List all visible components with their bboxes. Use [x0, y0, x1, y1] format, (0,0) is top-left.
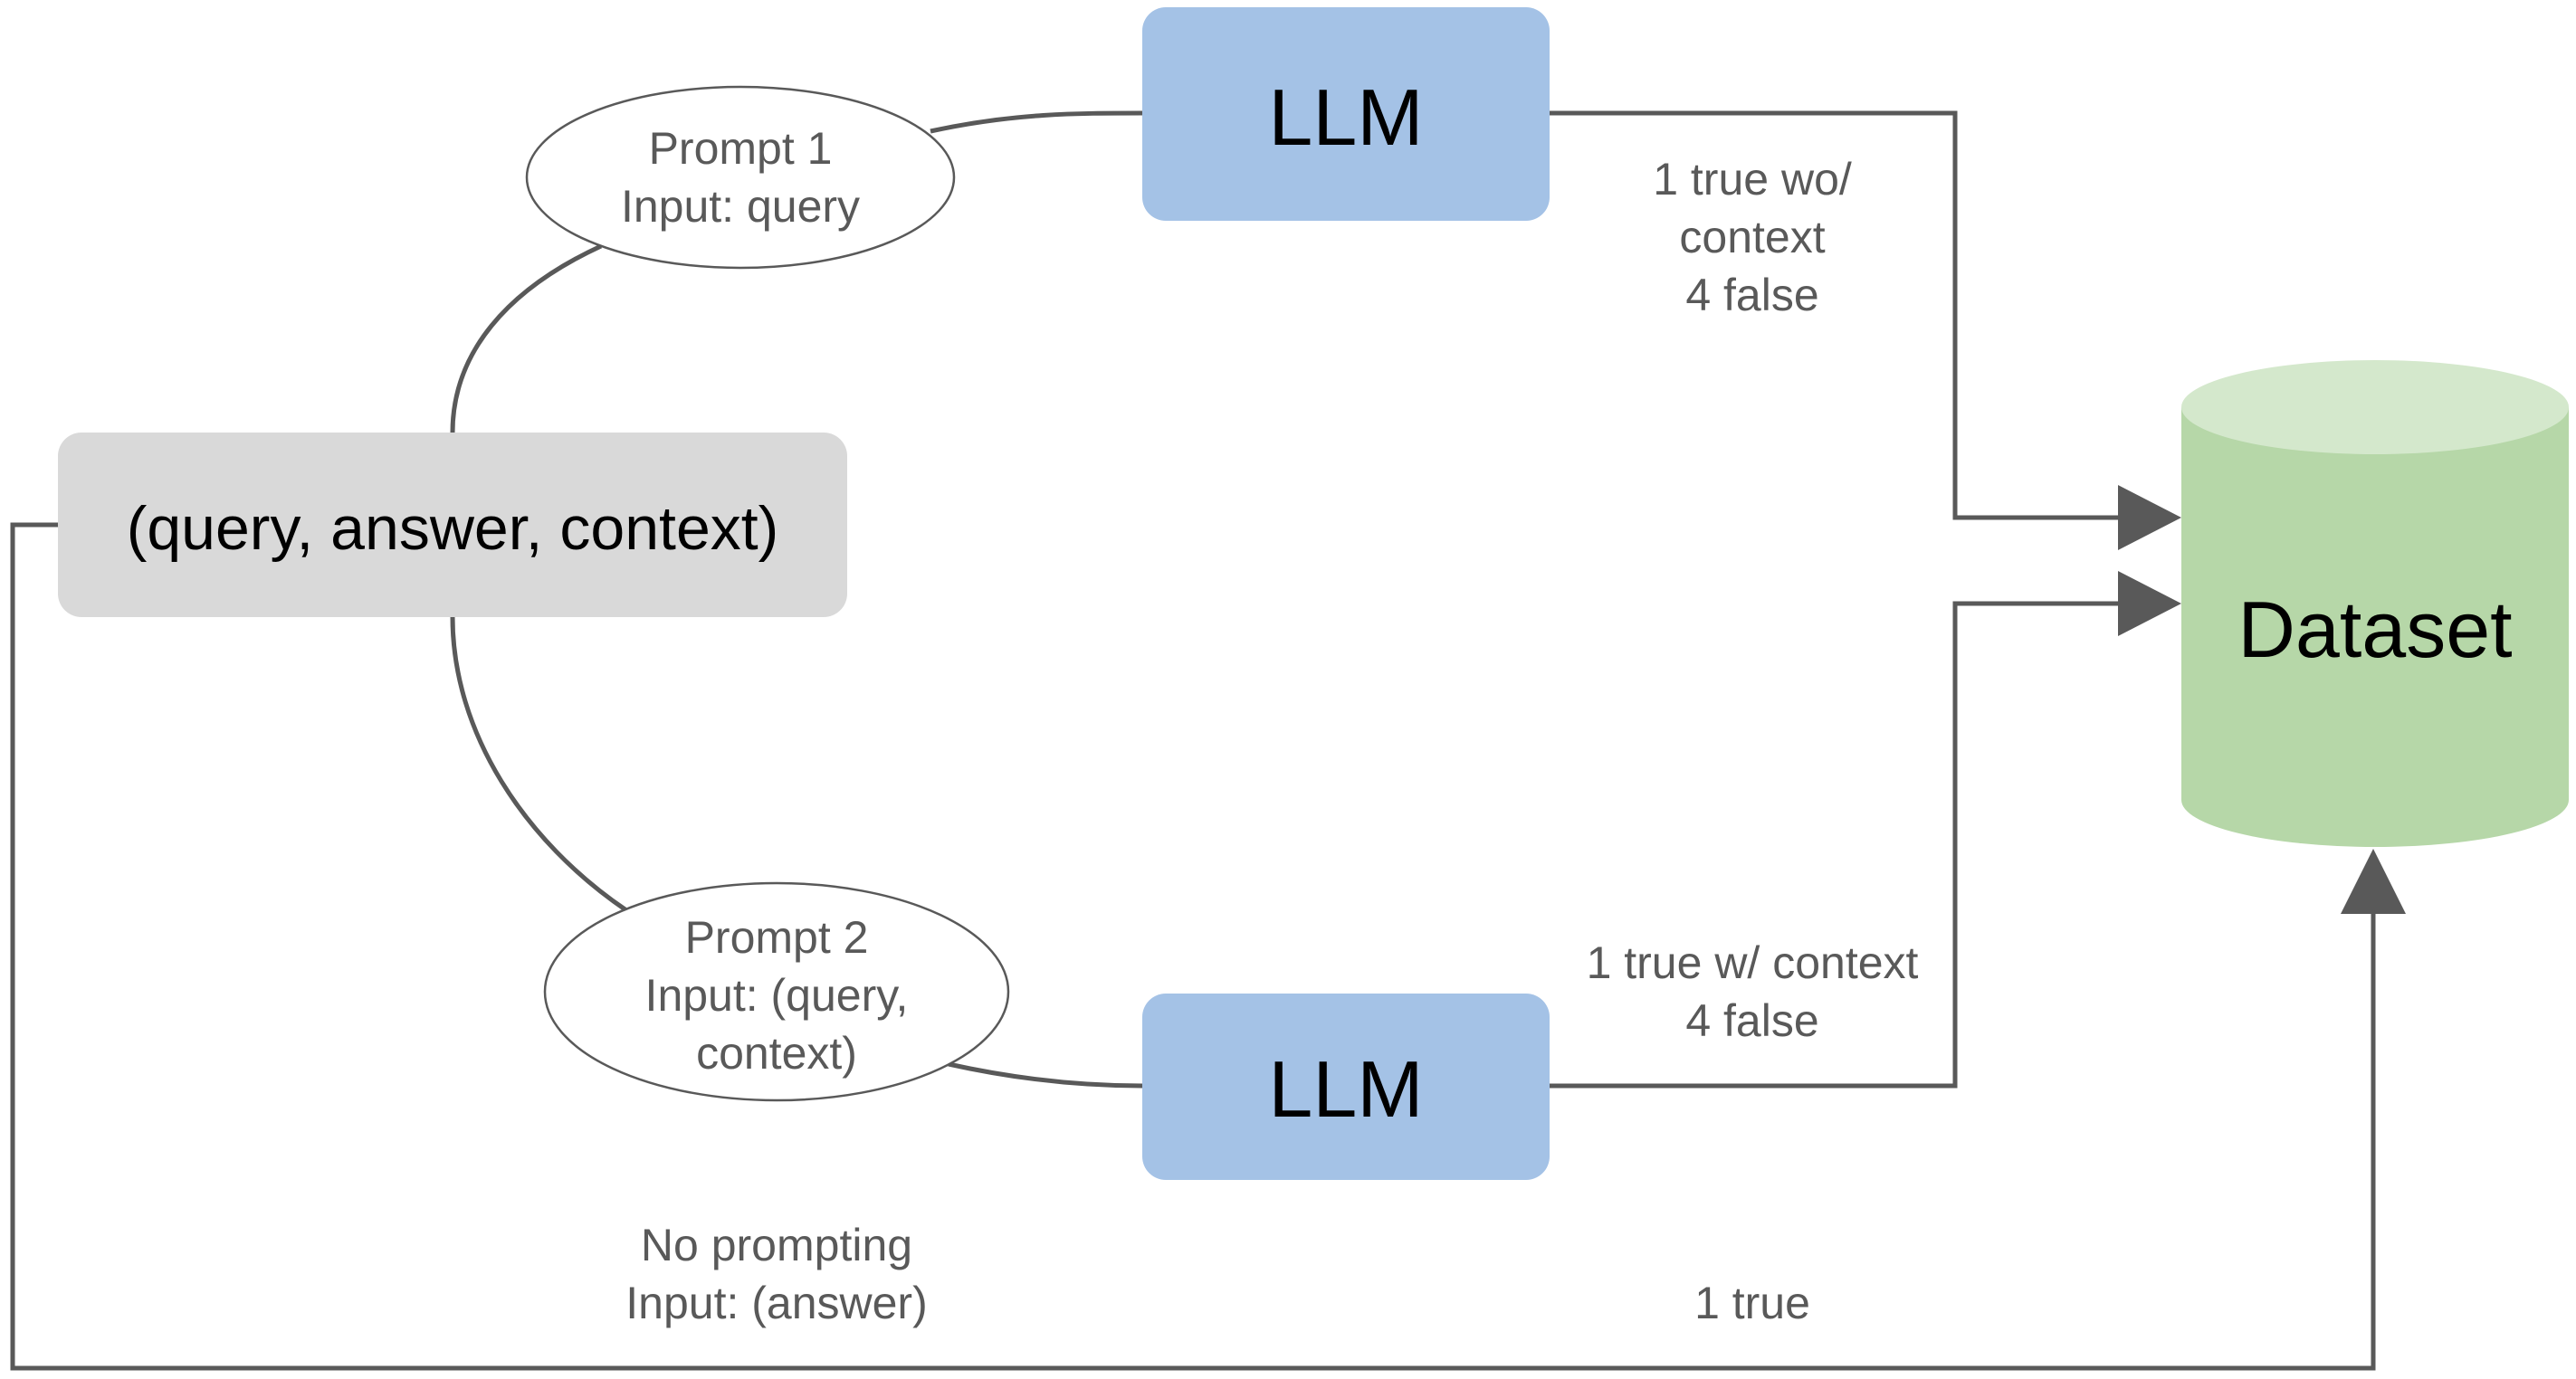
- no-prompting-line1: No prompting: [640, 1220, 913, 1270]
- arrowhead-no-prompting: [2341, 849, 2406, 914]
- source-node: [58, 433, 847, 617]
- top-edge-label: 1 true wo/ context 4 false: [1653, 150, 1852, 324]
- connector-prompt2-to-llm-bottom: [948, 1061, 1143, 1089]
- arrowhead-llm-top: [2118, 485, 2181, 550]
- top-edge-line1: 1 true wo/: [1653, 154, 1852, 204]
- direct-edge-label: 1 true: [1694, 1274, 1810, 1332]
- dataset-cylinder: [2181, 360, 2569, 847]
- connector-no-prompting-to-dataset: [10, 522, 2376, 1371]
- arrowhead-llm-bottom: [2118, 571, 2181, 636]
- prompt1-title: Prompt 1: [648, 123, 833, 174]
- prompt1-input: Input: query: [620, 181, 861, 232]
- bottom-edge-line2: 4 false: [1685, 995, 1819, 1046]
- prompt1-label: Prompt 1 Input: query: [621, 119, 860, 235]
- llm-top-label: LLM: [1268, 72, 1424, 162]
- dataset-top: [2181, 360, 2569, 454]
- dataset-body: [2181, 407, 2569, 847]
- no-prompting-line2: Input: (answer): [625, 1278, 928, 1328]
- connector-source-to-prompt2: [450, 616, 628, 913]
- llm-bottom-label: LLM: [1268, 1044, 1424, 1134]
- prompt1-ellipse: [525, 85, 956, 270]
- top-edge-line2: context: [1679, 212, 1826, 262]
- prompt2-input-cont: context): [696, 1028, 857, 1079]
- llm-bottom-node: [1142, 994, 1550, 1180]
- llm-top-node: [1142, 7, 1550, 221]
- top-edge-line3: 4 false: [1685, 270, 1819, 320]
- bottom-edge-line1: 1 true w/ context: [1586, 937, 1919, 988]
- prompt2-title: Prompt 2: [684, 912, 869, 963]
- bottom-edge-label: 1 true w/ context 4 false: [1587, 934, 1919, 1050]
- direct-edge-line1: 1 true: [1694, 1278, 1810, 1328]
- prompt2-ellipse: [543, 881, 1010, 1102]
- connector-prompt1-to-llm-top: [930, 110, 1143, 134]
- source-label: (query, answer, context): [126, 494, 779, 563]
- connector-source-to-prompt1: [450, 243, 603, 433]
- dataset-label: Dataset: [2237, 585, 2513, 674]
- no-prompting-label: No prompting Input: (answer): [625, 1216, 927, 1332]
- prompt2-label: Prompt 2 Input: (query, context): [645, 908, 909, 1082]
- prompt2-input: Input: (query,: [644, 970, 909, 1021]
- connector-llm-top-to-dataset: [1550, 110, 2123, 520]
- connector-llm-bottom-to-dataset: [1550, 601, 2123, 1089]
